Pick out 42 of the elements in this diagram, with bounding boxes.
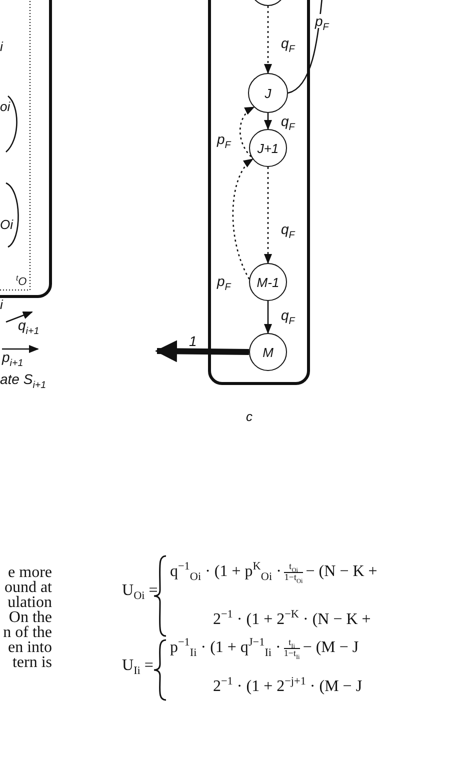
paragraph-line: e more: [8, 564, 52, 581]
state-circle: M-1: [249, 263, 287, 301]
equation-text: q$^{−1}$$_{Oi}$ · (1 + p$^{K}$$_{Oi}$ ·: [170, 563, 282, 582]
arrow: [264, 113, 272, 130]
equation-text: U$_{Ii}$ =: [122, 657, 154, 675]
fraction-denominator: 1−t$_{Oi}$: [284, 572, 303, 583]
state-circle: J+1: [249, 129, 287, 167]
arrow: [264, 301, 272, 334]
paragraph-line: ulation: [8, 594, 52, 611]
paragraph-line: ound at: [4, 579, 52, 596]
arrow: [232, 158, 254, 280]
state-label: ate S$_{i+1}$: [0, 372, 46, 388]
equation-text: U$_{Oi}$ =: [122, 582, 158, 600]
arrow: [264, 167, 272, 264]
text-fragment: i: [0, 298, 3, 312]
equation-text: − (N − K +: [306, 563, 378, 582]
equation-text: 2$^{−1}$ · (1 + 2$^{−K}$ · (N − K +: [213, 611, 371, 629]
fraction-numerator: t$_{Oi}$: [289, 562, 298, 572]
state-circle: M: [249, 333, 287, 371]
arrow: [239, 106, 255, 158]
text-fragment: $^{t}$O: [16, 276, 27, 288]
fraction-denominator: 1−t$_{Ii}$: [284, 648, 300, 659]
connector-line: [288, 0, 323, 94]
paragraph-line: n of the: [3, 624, 52, 641]
thick-arrow: [155, 340, 250, 362]
arrow-label: p$_{i+1}$: [2, 350, 24, 366]
state-circle: J: [248, 73, 288, 113]
equation-text: − (M − J: [302, 639, 359, 658]
equation-text: 2$^{−1}$ · (1 + 2$^{−j+1}$ · (M − J: [213, 678, 362, 696]
text-fragment: i: [0, 40, 3, 54]
fraction-numerator: t$_{Ii}$: [288, 638, 296, 648]
paragraph-line: tern is: [12, 654, 52, 672]
equation-text: p$^{−1}$$_{Ii}$ · (1 + q$^{J−1}$$_{Ii}$ ·: [170, 639, 281, 658]
edge-label: p$_{F}$: [314, 14, 330, 28]
arrow: [264, 6, 272, 74]
paragraph-line: On the: [8, 609, 52, 626]
edge-label: 1: [188, 334, 198, 348]
text-fragment: oi: [0, 100, 10, 114]
text-fragment: Oi: [0, 218, 13, 232]
figure-caption: c: [246, 410, 252, 424]
arrow-label: q$_{i+1}$: [18, 318, 40, 334]
paragraph-line: en into: [8, 639, 52, 656]
